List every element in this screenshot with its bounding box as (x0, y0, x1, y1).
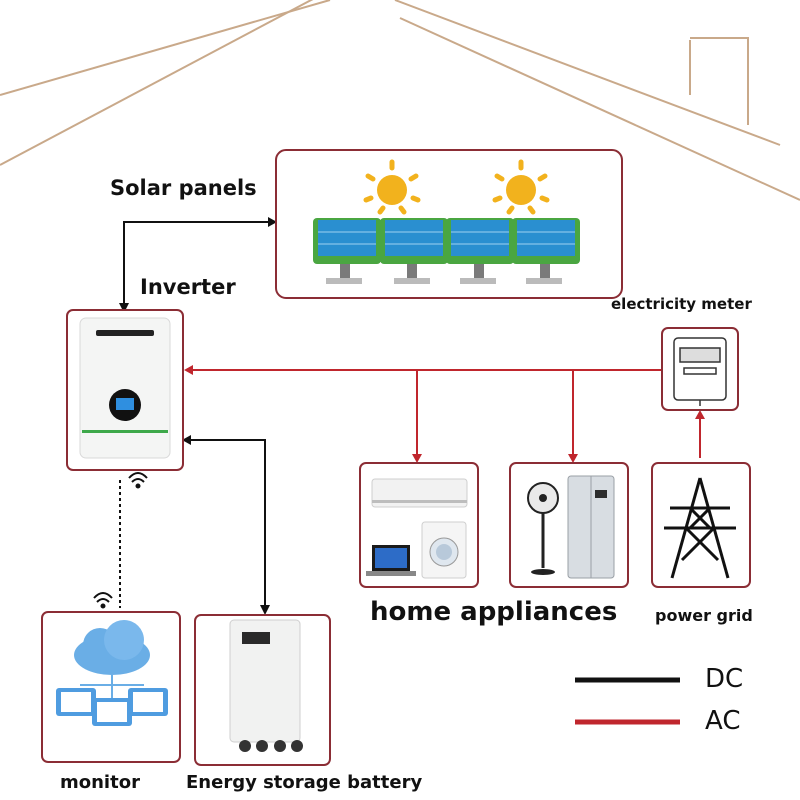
solar-panels-label: Solar panels (110, 176, 257, 200)
wifi-icon (93, 592, 113, 609)
arrow-to-fridge (568, 454, 578, 463)
fan-icon (527, 482, 559, 575)
home-appliances-label: home appliances (370, 597, 618, 627)
solar-panel-icon (446, 218, 514, 284)
electricity-meter-icon (673, 337, 727, 406)
panel-grid-lines (318, 231, 575, 245)
solar-panel-icon (313, 218, 381, 284)
legend-dc-label: DC (705, 664, 744, 694)
cloud-icon (74, 620, 150, 675)
arrow-to-inverter (182, 435, 191, 445)
sun-icon (492, 159, 550, 215)
battery-icon (229, 619, 303, 752)
sun-icon (363, 159, 421, 215)
solar-panel-icon (512, 218, 580, 284)
power-tower-icon (664, 477, 736, 579)
arrow-to-meter (695, 410, 705, 419)
ac-lines (186, 369, 701, 458)
dc-lines (123, 221, 270, 612)
network-lines (80, 675, 144, 700)
legend-ac-label: AC (705, 706, 741, 736)
arrow-to-appliances (412, 454, 422, 463)
arrow-to-panels (268, 217, 277, 227)
arrow-to-inverter-top (119, 303, 129, 313)
electricity-meter-label: electricity meter (611, 295, 752, 313)
wifi-icon (128, 472, 148, 489)
air-conditioner-icon (371, 478, 468, 508)
monitor-label: monitor (60, 772, 140, 793)
washing-machine-icon (421, 521, 467, 579)
fridge-icon (567, 475, 615, 579)
power-grid-label: power grid (655, 606, 753, 625)
arrow-to-battery (260, 605, 270, 615)
inverter-icon (79, 317, 171, 459)
laptop-icon (366, 545, 416, 576)
computer-icon (56, 688, 168, 726)
inverter-label: Inverter (140, 275, 236, 299)
solar-panel-icon (380, 218, 448, 284)
battery-label: Energy storage battery (186, 772, 423, 793)
house-outline (0, 0, 800, 201)
arrow-to-inverter-ac (184, 365, 193, 375)
power-grid-box (651, 462, 751, 588)
